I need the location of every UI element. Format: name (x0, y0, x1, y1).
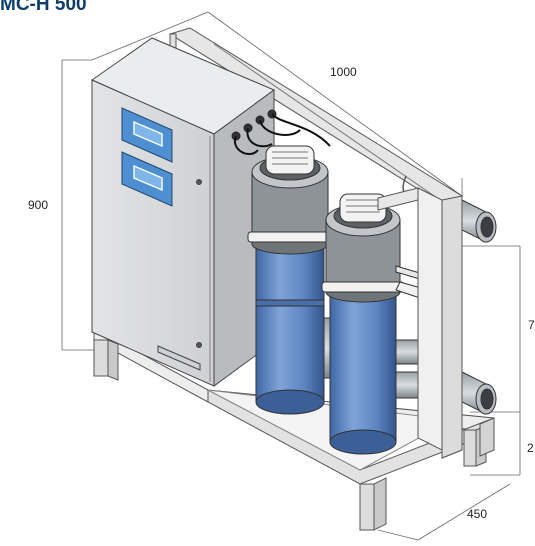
electrolysis-vessel-left (247, 145, 333, 415)
control-cabinet (90, 37, 276, 387)
dimension-height-label: 900 (28, 198, 49, 212)
dimension-length-label: 1000 (330, 65, 357, 79)
dimension-lines (61, 11, 521, 541)
electrolysis-vessel-right (321, 193, 405, 455)
display-panel-upper (121, 107, 173, 163)
dimension-depth-label: 450 (467, 507, 488, 521)
front-frame (377, 187, 463, 459)
dimension-right-lower-label: 2 (527, 441, 534, 455)
display-panel-lower (121, 151, 173, 207)
dimension-right-upper-label: 7 (528, 318, 535, 332)
cable-glands (231, 109, 331, 155)
page-title: MC-H 500 (0, 0, 87, 15)
